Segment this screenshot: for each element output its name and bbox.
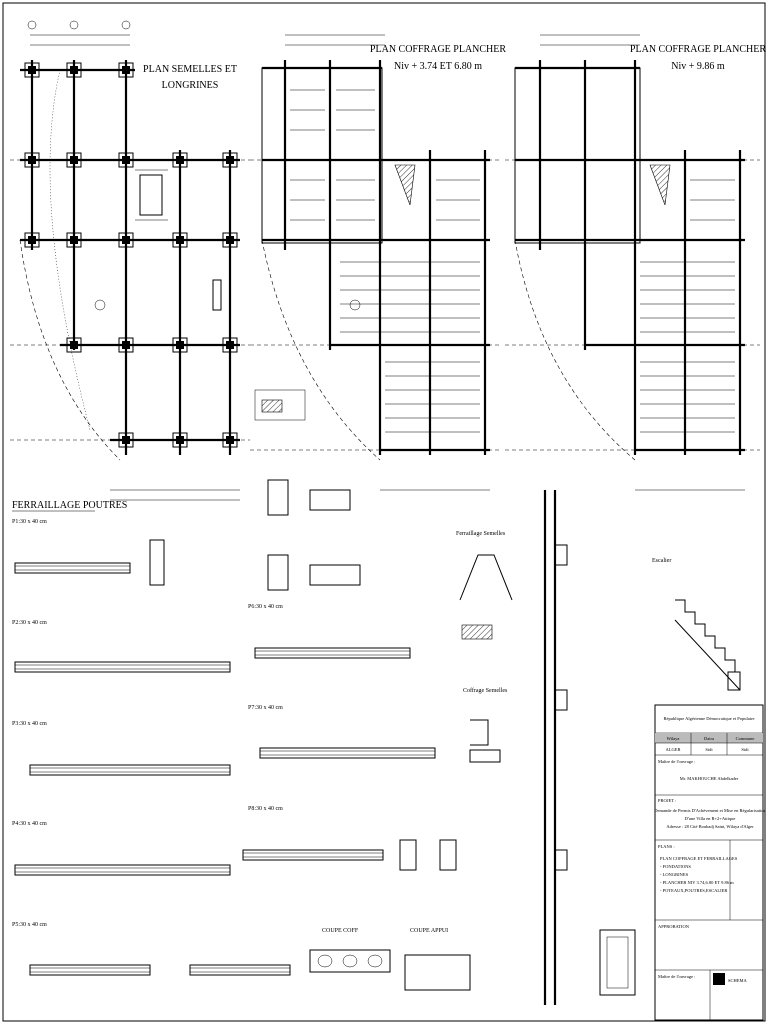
footing-details: Ferraillage Semelles Coffrage Semelles — [456, 531, 513, 763]
val-daira: Sidi — [705, 747, 713, 752]
beam-p2-label: P2:30 x 40 cm — [12, 620, 47, 626]
coupe-coff-label: COUPE COFF — [322, 928, 359, 934]
coupe-appui-label: COUPE APPUI — [410, 928, 448, 934]
floor-plan-1: PLAN COFFRAGE PLANCHER Niv + 3.74 ET 6.8… — [250, 34, 506, 491]
small-section-details — [254, 389, 361, 591]
plans-label: PLANS : — [658, 844, 675, 849]
beam-p1-label: P1:30 x 40 cm — [12, 519, 47, 525]
plans-item-2: - FONDATIONS — [660, 864, 691, 869]
floor-plan-2-title-1: PLAN COFFRAGE PLANCHER — [630, 44, 766, 55]
plans-item-4: - PLANCHER NIV 3.74,6.80 ET 9.86 m — [660, 880, 734, 886]
beams-section-title: FERRAILLAGE POUTRES — [12, 500, 127, 511]
company-logo-icon — [713, 973, 725, 985]
projet-line-2: D'une Villa en R+2+Attique — [685, 816, 736, 821]
floor-plan-1-title-2: Niv + 3.74 ET 6.80 m — [394, 61, 482, 72]
stair-detail: Escalier — [652, 558, 741, 691]
maitre-label: Maître de l'ouvrage : — [658, 759, 695, 764]
coffrage-semelles-label: Coffrage Semelles — [463, 687, 508, 694]
beam-p4-label: P4:30 x 40 cm — [12, 821, 47, 827]
escalier-label: Escalier — [652, 558, 671, 564]
projet-label: PROJET : — [658, 798, 676, 803]
floor-plan-1-title-1: PLAN COFFRAGE PLANCHER — [370, 44, 506, 55]
plans-item-3: - LONGRINES — [660, 872, 689, 877]
col-wilaya: Wilaya — [667, 736, 680, 741]
val-wilaya: ALGER — [666, 747, 681, 752]
projet-line-1: Demande de Permis D'Achèvement et Mise e… — [654, 808, 766, 813]
beam-p5-label: P5:30 x 40 cm — [12, 922, 47, 928]
maitre-name: Mr. MAKHOUCHE Abdelkader — [680, 776, 739, 781]
beam-p8-label: P8:30 x 40 cm — [248, 806, 283, 812]
approval-label: APPROBATION — [658, 924, 690, 929]
foundation-plan-title-1: PLAN SEMELLES ET — [143, 64, 237, 75]
column-elevation — [543, 490, 568, 1005]
republic-text: République Algérienne Démocratique et Po… — [664, 716, 755, 721]
col-commune: Commune — [736, 736, 755, 741]
beam-p6-label: P6:30 x 40 cm — [248, 604, 283, 610]
ferraillage-semelles-label: Ferraillage Semelles — [456, 531, 506, 537]
plans-item-1: PLAN COFFRAGE ET FERRAILLAGES — [660, 856, 738, 861]
foundation-plan: PLAN SEMELLES ET LONGRINES — [10, 20, 250, 501]
floor-plan-2-title-2: Niv + 9.86 m — [671, 61, 725, 72]
plans-item-5: - POTEAUX,POUTRES,ESCALIER — [660, 888, 727, 894]
val-commune: Sidi — [741, 747, 749, 752]
beam-reinforcement-section: FERRAILLAGE POUTRES P1:30 x 40 cm P2:30 … — [12, 500, 457, 976]
beam-p3-label: P3:30 x 40 cm — [12, 721, 47, 727]
floor-plan-2: PLAN COFFRAGE PLANCHER Niv + 9.86 m — [505, 34, 766, 491]
projet-line-3: Adresse : 28 Cité Bouhadj Saint, Wilaya … — [666, 824, 754, 830]
company-logo-text: SCHEMA — [728, 978, 748, 983]
col-daira: Daira — [704, 736, 714, 741]
title-block: République Algérienne Démocratique et Po… — [654, 704, 766, 1021]
maitre-bottom-label: Maître de l'ouvrage : — [658, 974, 695, 979]
foundation-plan-title-2: LONGRINES — [162, 80, 219, 91]
slab-sections: COUPE COFF COUPE APPUI — [309, 928, 636, 996]
beam-p7-label: P7:30 x 40 cm — [248, 705, 283, 711]
